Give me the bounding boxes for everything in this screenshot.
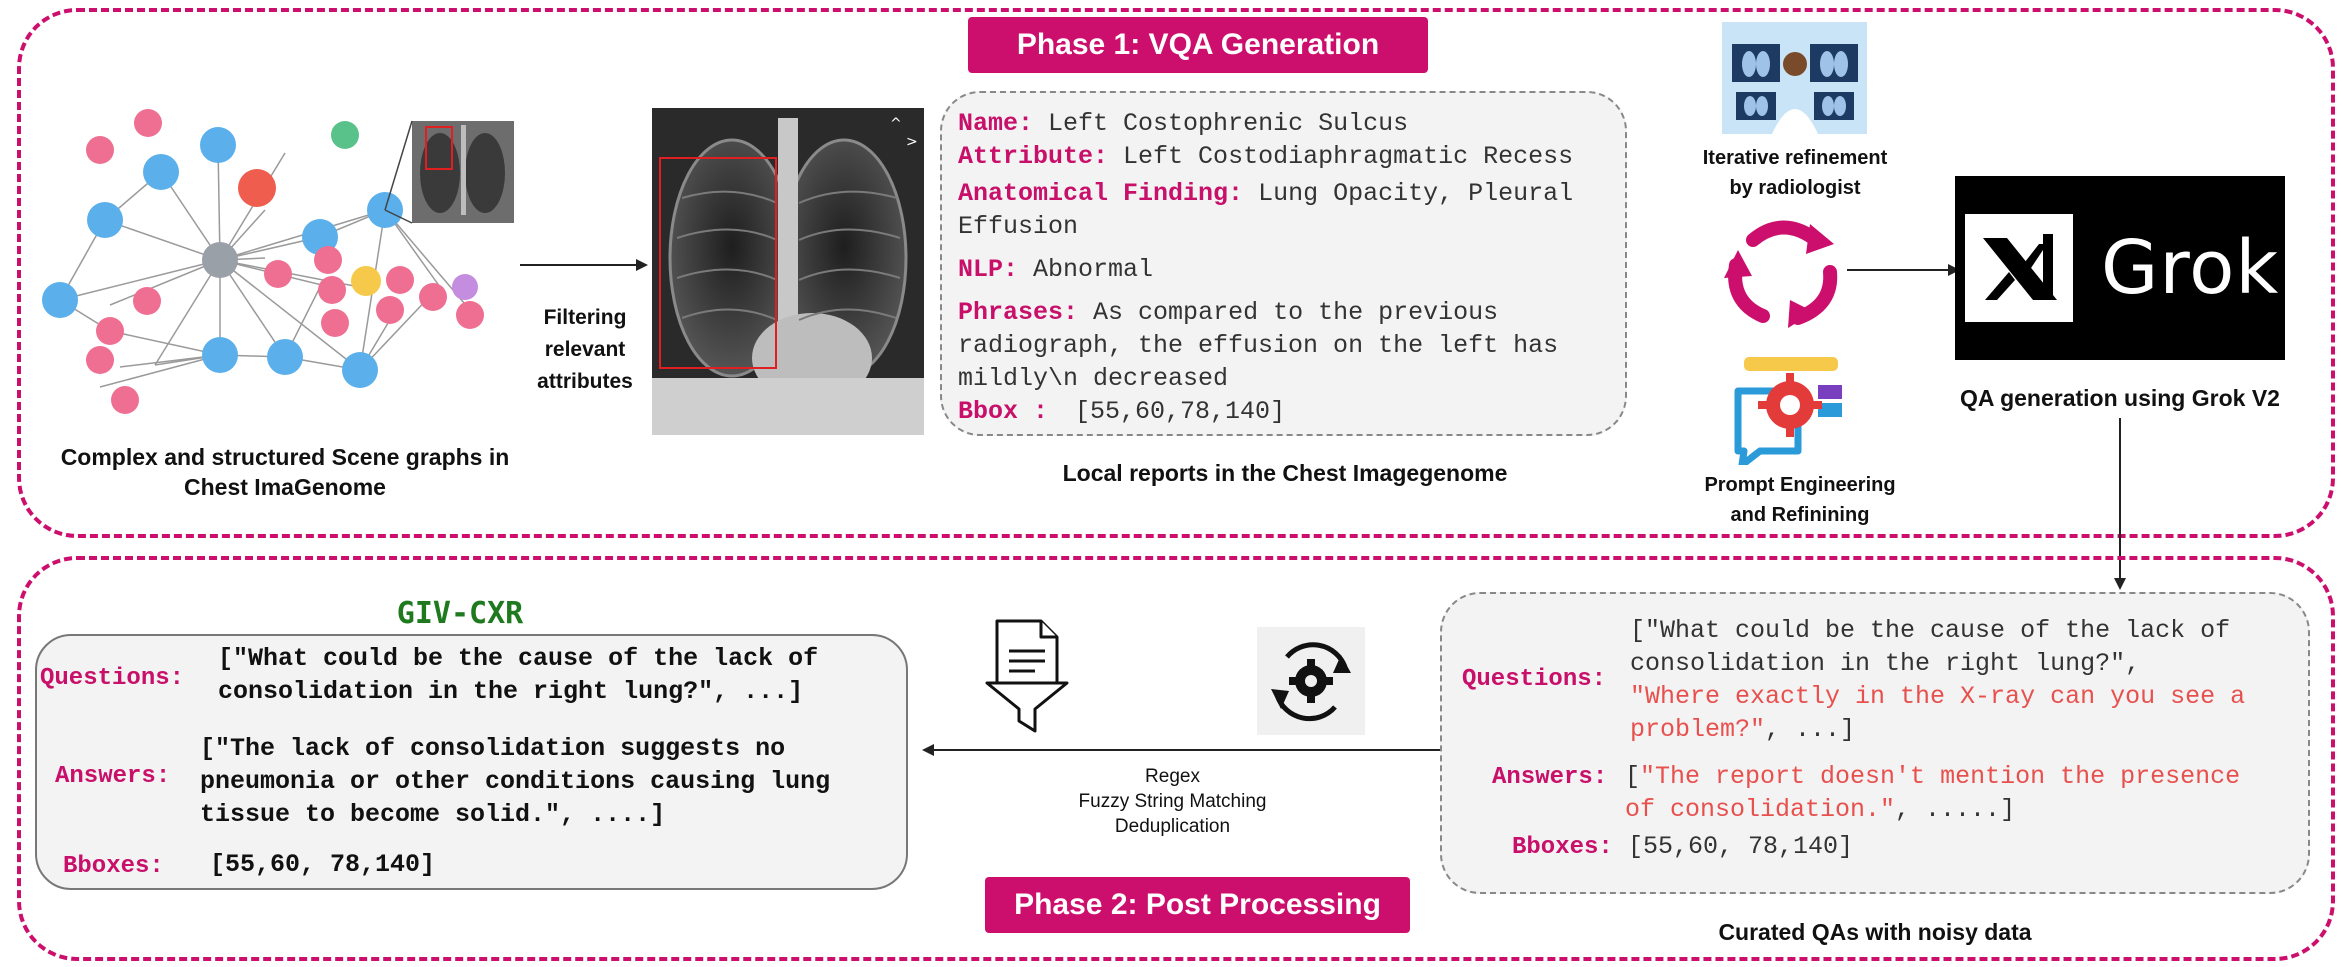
noisy-q-line3: "Where exactly in the X-ray can you see … (1630, 682, 2246, 711)
dataset-name: GIV-CXR (396, 596, 524, 631)
local-report-card: Name: Left Costophrenic Sulcus Attribute… (940, 91, 1627, 436)
noisy-q-line1: ["What could be the cause of the lack of (1630, 616, 2231, 645)
x-logo-icon (1965, 214, 2073, 322)
radiologist-caption: Iterative refinement by radiologist (1702, 147, 1888, 199)
final-qa-card (35, 634, 908, 890)
noisy-a-line2-red: of consolidation." (1625, 795, 1896, 824)
report-finding-value-cont: Effusion (958, 212, 1079, 241)
noisy-q-line4-red: problem?" (1630, 715, 1766, 744)
noisy-questions-label: Questions: (1462, 666, 1607, 693)
report-caption: Local reports in the Chest Imagegenome (1062, 460, 1508, 486)
report-nlp-value: Abnormal (1033, 255, 1154, 284)
filter-arrow (520, 259, 648, 271)
report-finding-label: Anatomical Finding: (958, 179, 1244, 208)
phase2-title: Phase 2: Post Processing (985, 877, 1410, 933)
final-answers-line3: tissue to become solid.", ....] (200, 800, 666, 829)
prompt-caption: Prompt Engineering and Refinining (1704, 474, 1896, 526)
chest-xray-image: ^ > (652, 108, 924, 435)
to-grok-arrow (1847, 264, 1960, 276)
radiologist-icon (1722, 22, 1867, 134)
scene-graph-caption: Complex and structured Scene graphs in C… (60, 444, 510, 500)
report-name-label: Name: (958, 109, 1034, 138)
final-answers-line2: pneumonia or other conditions causing lu… (200, 767, 831, 796)
report-phrases-line3: mildly\n decreased (958, 364, 1229, 393)
noisy-a-open: [ (1625, 762, 1641, 791)
noisy-a-line1: "The report doesn't mention the presence (1640, 762, 2241, 791)
phase1-title: Phase 1: VQA Generation (968, 17, 1428, 73)
phase1-container (17, 8, 2335, 538)
grok-logo: Grok (1955, 176, 2285, 360)
grok-caption: QA generation using Grok V2 (1960, 385, 2280, 411)
report-phrases-line2: radiograph, the effusion on the left has (958, 331, 1559, 360)
noisy-q-line2: consolidation in the right lung?", (1630, 649, 2141, 678)
grok-logo-text: Grok (2101, 225, 2280, 311)
prompt-engineering-icon (1734, 357, 1842, 465)
final-answers-line1: ["The lack of consolidation suggests no (200, 734, 786, 763)
noisy-caption: Curated QAs with noisy data (1718, 919, 2032, 945)
report-phrases-label: Phrases: (958, 298, 1079, 327)
noisy-q-line4-rest: , ...] (1765, 715, 1856, 744)
refresh-cycle-icon (1724, 220, 1838, 328)
document-filter-icon (985, 619, 1069, 733)
report-name-value: Left Costophrenic Sulcus (1048, 109, 1409, 138)
noisy-a-line2-rest: , .....] (1895, 795, 2016, 824)
noisy-bboxes-label: Bboxes: (1512, 834, 1613, 861)
svg-text:^: ^ (890, 116, 902, 132)
final-answers-label: Answers: (55, 763, 171, 790)
report-attribute-label: Attribute: (958, 142, 1109, 171)
report-nlp-label: NLP: (958, 255, 1019, 284)
noisy-bboxes-value: [55,60, 78,140] (1628, 832, 1854, 861)
report-attribute-value: Left Costodiaphragmatic Recess (1123, 142, 1574, 171)
report-finding-value: Lung Opacity, Pleural (1258, 179, 1574, 208)
final-questions-line2: consolidation in the right lung?", ...] (218, 677, 804, 706)
process-steps: Regex Fuzzy String Matching Deduplicatio… (1078, 766, 1267, 837)
final-questions-line1: ["What could be the cause of the lack of (218, 644, 819, 673)
svg-text:>: > (906, 134, 918, 150)
to-final-arrow (922, 744, 1440, 756)
final-questions-label: Questions: (40, 665, 185, 692)
final-bboxes-label: Bboxes: (63, 853, 164, 880)
noisy-qa-card (1440, 592, 2310, 894)
to-phase2-arrow (2114, 418, 2126, 590)
phase2-container (17, 556, 2335, 961)
filter-label: Filtering relevant attributes (537, 306, 633, 393)
scene-graph (42, 109, 514, 414)
report-bbox-label: Bbox : (958, 397, 1049, 426)
gear-sync-icon (1257, 627, 1365, 735)
noisy-answers-label: Answers: (1492, 764, 1608, 791)
report-phrases-line1: As compared to the previous (1093, 298, 1499, 327)
final-bboxes-value: [55,60, 78,140] (210, 850, 436, 879)
report-bbox-value: [55,60,78,140] (1075, 397, 1286, 426)
